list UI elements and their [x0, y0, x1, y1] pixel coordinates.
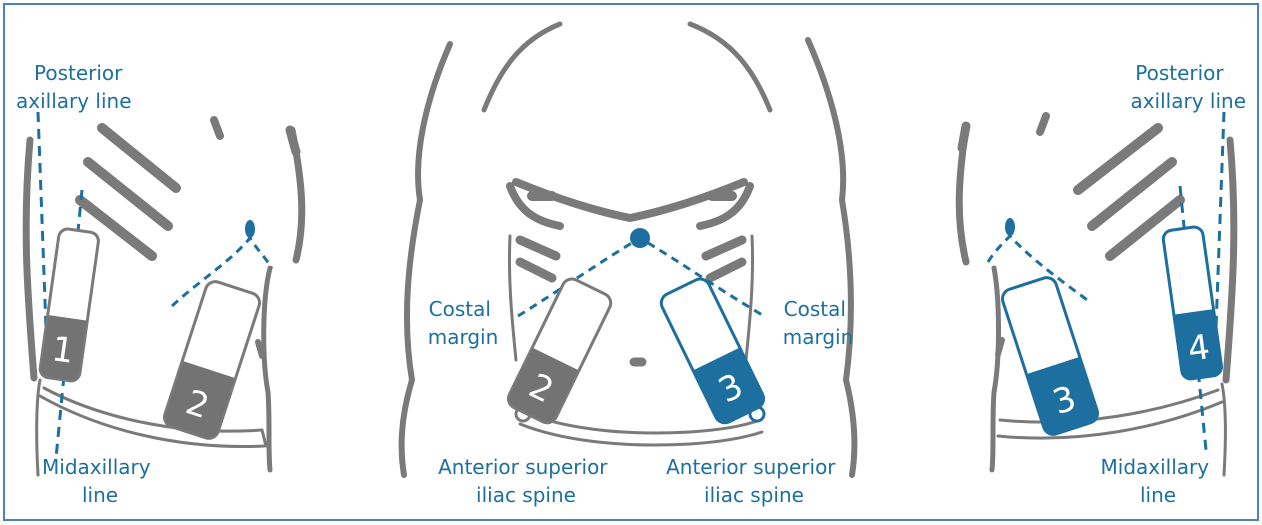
- left-posterior-axillary-label: Posterior axillary line: [16, 61, 132, 113]
- right-shoulder-line: [690, 24, 770, 110]
- right-front-lower-outline: [992, 268, 999, 470]
- right-hip-outline: [1222, 384, 1225, 475]
- left-xiphoid-dot: [245, 220, 255, 238]
- left-chest-mark: [214, 120, 220, 136]
- left-shoulder-line: [484, 24, 560, 110]
- left-waistband-end: [262, 430, 266, 446]
- torso-right-outline: [808, 40, 854, 475]
- center-left-flank: [509, 236, 516, 360]
- right-midaxillary-label: Midaxillary line: [1101, 455, 1216, 507]
- left-navel-mark: [258, 342, 262, 356]
- right-probe-4: 4: [1162, 226, 1222, 380]
- left-probe-1: 1: [39, 228, 99, 382]
- right-nipple-mark: [962, 126, 966, 148]
- left-hip-outline: [37, 380, 40, 475]
- right-navel-mark: [998, 340, 1002, 354]
- left-waistband-bottom: [40, 396, 264, 447]
- right-waistband-bottom: [998, 402, 1222, 438]
- center-right-costal-label: Costal margin: [783, 297, 854, 349]
- center-right-rib-1: [706, 240, 742, 256]
- left-nipple-mark: [290, 130, 296, 152]
- left-back-outline: [26, 140, 34, 378]
- center-probe-2: 2: [505, 276, 614, 426]
- right-posterior-axillary-label: Posterior axillary line: [1130, 61, 1246, 113]
- left-midaxillary-label: Midaxillary line: [42, 455, 157, 507]
- center-left-rib-2: [520, 262, 552, 278]
- right-chest-mark: [1040, 116, 1046, 132]
- center-left-asis-label: Anterior superior iliac spine: [438, 455, 614, 507]
- front-torso: [402, 24, 855, 475]
- center-left-costal-label: Costal margin: [428, 297, 499, 349]
- center-right-flank: [746, 236, 753, 360]
- right-xiphoid-dot: [1005, 218, 1015, 236]
- torso-left-outline: [402, 44, 450, 475]
- center-right-asis-label: Anterior superior iliac spine: [666, 455, 842, 507]
- center-right-rib-2: [710, 262, 742, 278]
- right-back-outline: [1226, 140, 1234, 380]
- center-left-rib-1: [520, 240, 556, 256]
- center-xiphoid-dot: [630, 228, 650, 248]
